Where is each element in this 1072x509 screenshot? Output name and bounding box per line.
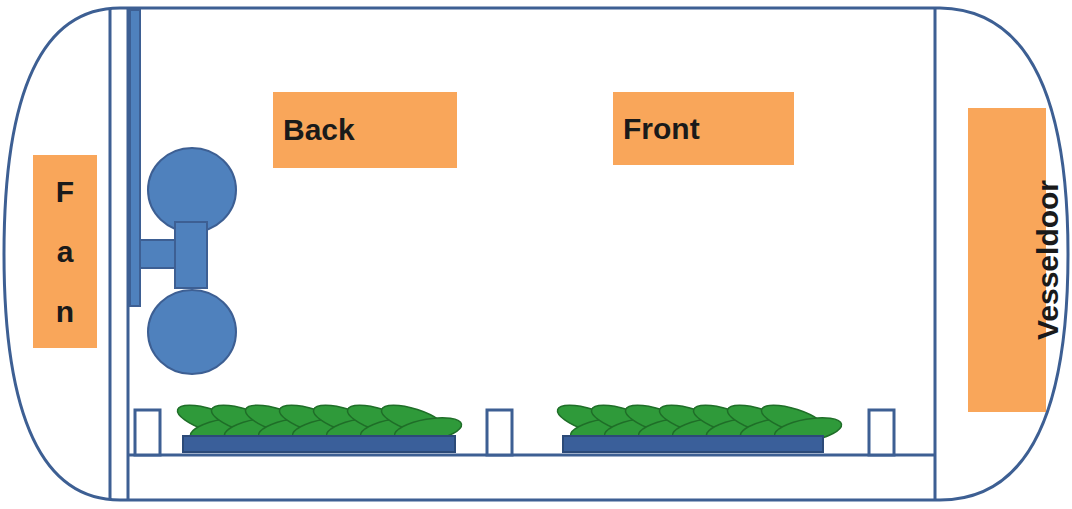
rack-post — [135, 410, 160, 455]
vessel-wall — [109, 8, 112, 500]
tray — [563, 436, 823, 452]
rack-post — [869, 410, 894, 455]
fan-mount — [130, 10, 140, 306]
label-box: Back — [273, 92, 457, 168]
fan-blade — [148, 148, 236, 232]
label-box: Fan — [33, 155, 97, 348]
label-text: Back — [283, 113, 355, 147]
label-text: Front — [623, 112, 700, 146]
label-text: Vesseldoor — [1031, 180, 1065, 340]
label-box: Vesseldoor — [968, 108, 1046, 412]
rack — [128, 454, 935, 457]
fan-blade — [148, 290, 236, 374]
label-box: Front — [613, 92, 794, 165]
tray — [183, 436, 455, 452]
label-text: Fan — [50, 162, 80, 342]
fan-hub — [175, 222, 207, 288]
rack-post — [487, 410, 512, 455]
vessel-outline — [4, 8, 1068, 500]
vessel-wall — [934, 8, 937, 500]
